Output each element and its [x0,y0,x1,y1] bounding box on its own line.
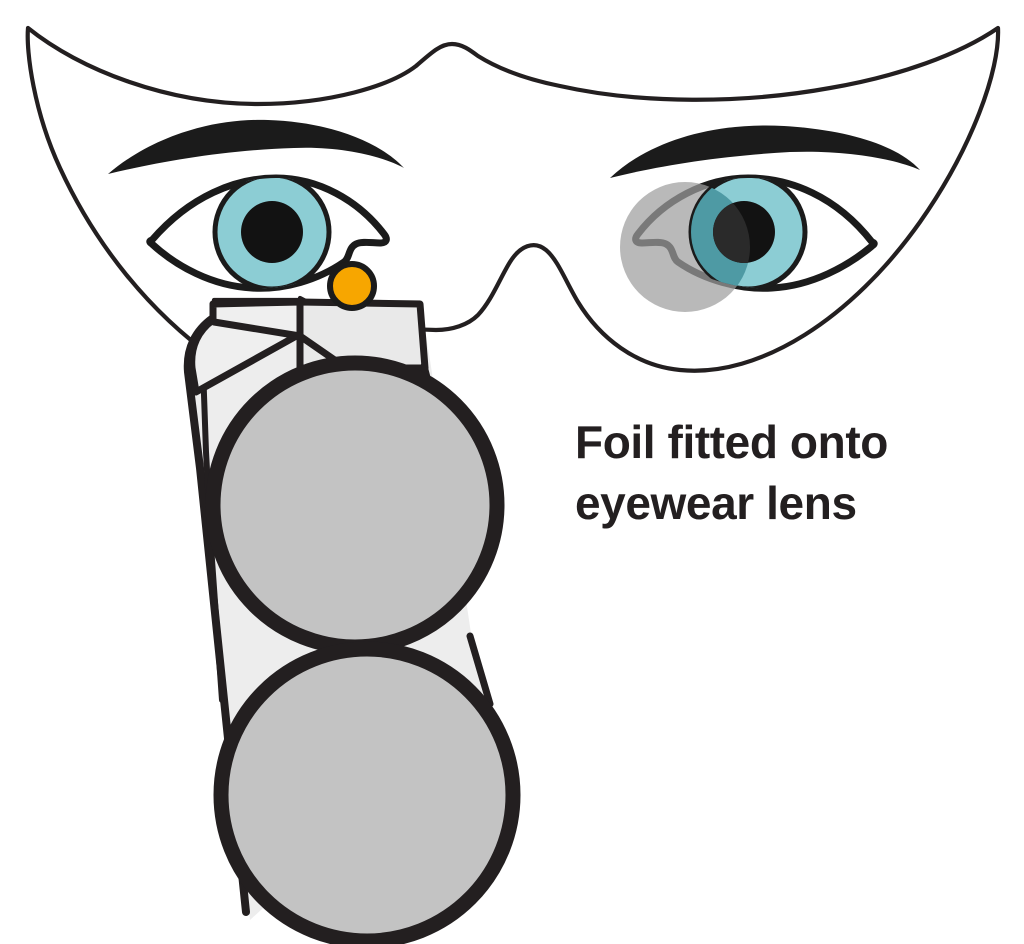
left-eye-inner [212,178,332,289]
right-eyebrow-icon [610,125,920,178]
left-eyebrow-icon [108,119,404,174]
face-outline-path [25,25,1001,373]
caption-text: Foil fitted onto eyewear lens [575,416,888,529]
right-eye-inner [688,178,808,289]
foil-disc-lower [213,641,521,944]
orange-alignment-dot [327,261,377,311]
foil-disc-upper [205,355,505,655]
left-pupil [241,201,303,263]
dispenser-wedge-right [466,632,494,708]
